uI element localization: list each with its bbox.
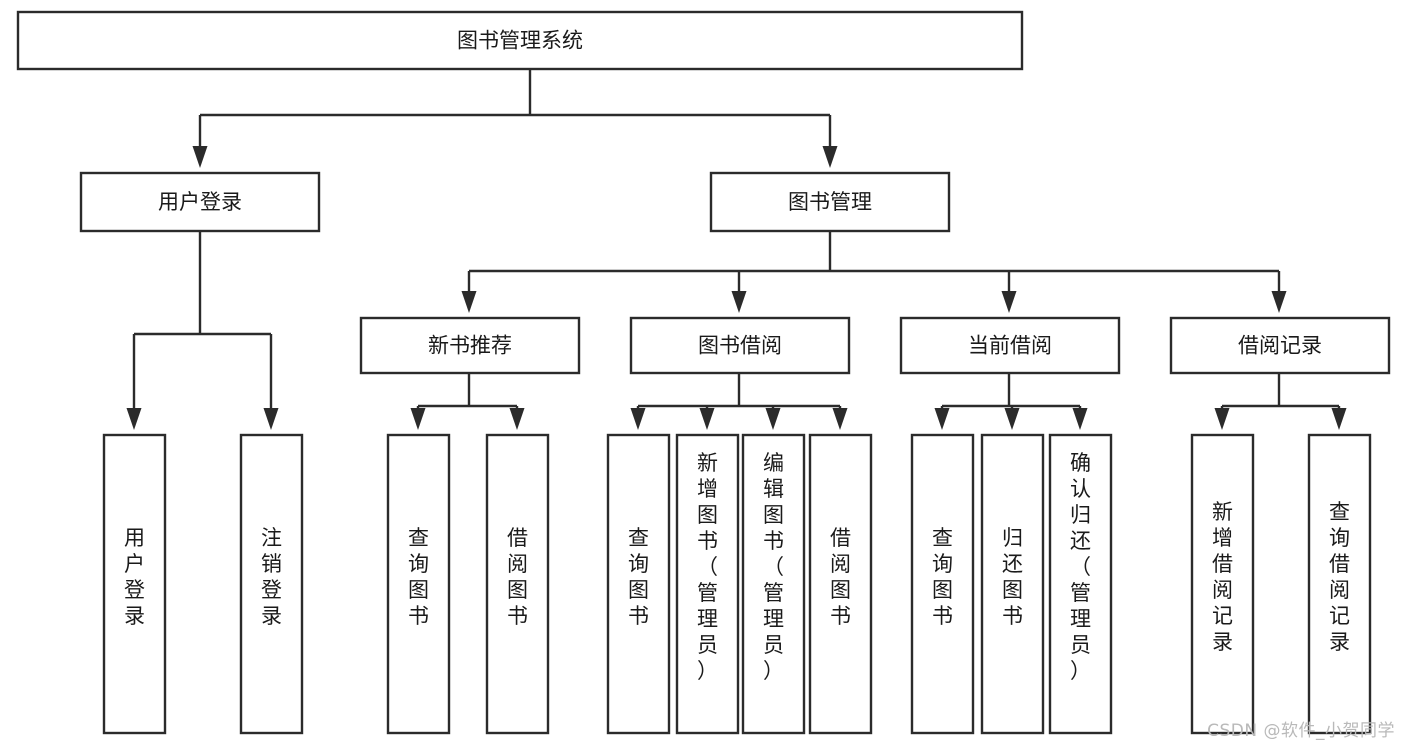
arrow-head-icon xyxy=(192,146,208,168)
node-leaf-add-borrow-record[interactable]: 新增借阅记录 xyxy=(1190,433,1255,735)
node-label: 图书管理 xyxy=(788,190,872,214)
node-box xyxy=(386,433,451,735)
arrow-head-icon xyxy=(1271,291,1287,313)
node-box xyxy=(79,171,321,233)
arrow-head-icon xyxy=(1072,408,1088,430)
arrow-head-icon xyxy=(263,408,279,430)
node-box xyxy=(239,433,304,735)
node-leaf-add-book-admin[interactable]: 新增图书（管理员） xyxy=(675,433,740,735)
node-box xyxy=(808,433,873,735)
arrow-head-icon xyxy=(822,146,838,168)
arrow-head-icon xyxy=(832,408,848,430)
arrow-head-icon xyxy=(410,408,426,430)
node-label: 借阅记录 xyxy=(1238,334,1322,358)
node-book-borrow[interactable]: 图书借阅 xyxy=(629,316,851,375)
arrow-head-icon xyxy=(1331,408,1347,430)
node-box xyxy=(1190,433,1255,735)
arrow-head-icon xyxy=(699,408,715,430)
node-leaf-return-book[interactable]: 归还图书 xyxy=(980,433,1045,735)
node-book-management[interactable]: 图书管理 xyxy=(709,171,951,233)
node-leaf-logout[interactable]: 注销登录 xyxy=(239,433,304,735)
node-label: 图书管理系统 xyxy=(457,29,583,53)
node-box xyxy=(485,433,550,735)
node-box xyxy=(16,10,1024,71)
node-label: 归还图书 xyxy=(1002,526,1023,628)
node-label: 查询借阅记录 xyxy=(1329,500,1350,654)
node-box xyxy=(1169,316,1391,375)
node-leaf-query-borrow-record[interactable]: 查询借阅记录 xyxy=(1307,433,1372,735)
arrow-head-icon xyxy=(731,291,747,313)
node-box xyxy=(910,433,975,735)
node-label: 借阅图书 xyxy=(507,526,528,628)
node-leaf-edit-book-admin[interactable]: 编辑图书（管理员） xyxy=(741,433,806,735)
node-label: 图书借阅 xyxy=(698,334,782,358)
node-box xyxy=(980,433,1045,735)
node-leaf-borrow-book-newbook[interactable]: 借阅图书 xyxy=(485,433,550,735)
node-new-book-recommend[interactable]: 新书推荐 xyxy=(359,316,581,375)
watermark-text: CSDN @软件_小贺同学 xyxy=(1207,721,1395,741)
node-label: 新增图书（管理员） xyxy=(697,451,718,683)
arrow-head-icon xyxy=(934,408,950,430)
arrow-head-icon xyxy=(1004,408,1020,430)
node-label: 当前借阅 xyxy=(968,334,1052,358)
node-root[interactable]: 图书管理系统 xyxy=(16,10,1024,71)
node-box xyxy=(1307,433,1372,735)
node-label: 用户登录 xyxy=(158,190,242,214)
arrow-head-icon xyxy=(1214,408,1230,430)
node-label: 查询图书 xyxy=(932,526,953,628)
node-box xyxy=(1048,433,1113,735)
arrow-head-icon xyxy=(630,408,646,430)
node-label: 借阅图书 xyxy=(830,526,851,628)
node-label: 确认归还（管理员） xyxy=(1070,451,1091,683)
node-label: 用户登录 xyxy=(124,526,145,628)
node-box xyxy=(606,433,671,735)
arrow-head-icon xyxy=(461,291,477,313)
node-box xyxy=(102,433,167,735)
node-borrow-record[interactable]: 借阅记录 xyxy=(1169,316,1391,375)
node-leaf-borrow-book[interactable]: 借阅图书 xyxy=(808,433,873,735)
node-leaf-query-book-borrow[interactable]: 查询图书 xyxy=(606,433,671,735)
node-box xyxy=(675,433,740,735)
arrow-head-icon xyxy=(1001,291,1017,313)
node-label: 查询图书 xyxy=(408,526,429,628)
node-box xyxy=(899,316,1121,375)
node-label: 编辑图书（管理员） xyxy=(763,451,784,683)
arrow-head-icon xyxy=(126,408,142,430)
node-box xyxy=(629,316,851,375)
connectors-layer xyxy=(126,69,1347,430)
node-leaf-query-book-newbook[interactable]: 查询图书 xyxy=(386,433,451,735)
node-label: 新增借阅记录 xyxy=(1212,500,1233,654)
node-leaf-confirm-return-admin[interactable]: 确认归还（管理员） xyxy=(1048,433,1113,735)
nodes-layer: 图书管理系统用户登录图书管理新书推荐图书借阅当前借阅借阅记录用户登录注销登录查询… xyxy=(16,10,1391,735)
node-label: 查询图书 xyxy=(628,526,649,628)
node-box xyxy=(709,171,951,233)
node-box xyxy=(741,433,806,735)
node-label: 新书推荐 xyxy=(428,334,512,358)
arrow-head-icon xyxy=(765,408,781,430)
node-user-login[interactable]: 用户登录 xyxy=(79,171,321,233)
node-leaf-query-book-current[interactable]: 查询图书 xyxy=(910,433,975,735)
arrow-head-icon xyxy=(509,408,525,430)
node-current-borrow[interactable]: 当前借阅 xyxy=(899,316,1121,375)
node-box xyxy=(359,316,581,375)
node-leaf-user-login[interactable]: 用户登录 xyxy=(102,433,167,735)
node-label: 注销登录 xyxy=(261,526,282,628)
